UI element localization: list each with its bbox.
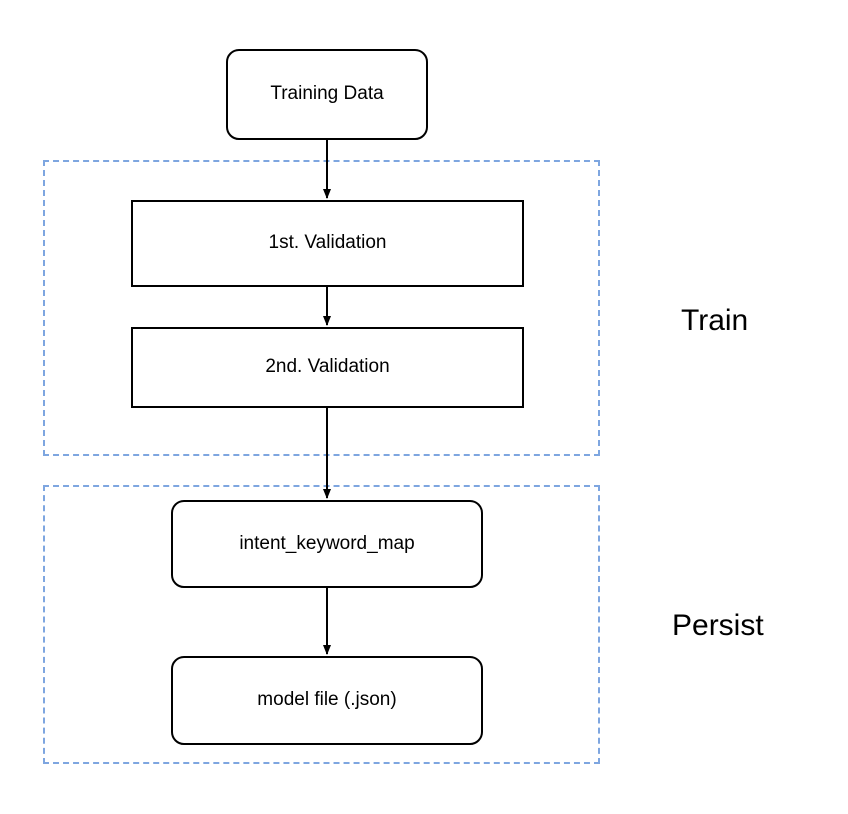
node-first-validation[interactable]: 1st. Validation: [131, 200, 524, 287]
group-persist-label: Persist: [672, 609, 764, 642]
node-model-file-label: model file (.json): [257, 689, 397, 711]
group-persist[interactable]: [43, 485, 600, 764]
node-training-data-label: Training Data: [270, 83, 384, 105]
group-train-label: Train: [681, 304, 749, 337]
node-model-file[interactable]: model file (.json): [171, 656, 483, 745]
node-intent-keyword-map[interactable]: intent_keyword_map: [171, 500, 483, 588]
group-train[interactable]: [43, 160, 600, 456]
node-first-validation-label: 1st. Validation: [268, 232, 387, 254]
node-intent-keyword-map-label: intent_keyword_map: [239, 532, 415, 554]
node-training-data[interactable]: Training Data: [226, 49, 428, 140]
node-second-validation[interactable]: 2nd. Validation: [131, 327, 524, 408]
node-second-validation-label: 2nd. Validation: [265, 356, 390, 378]
